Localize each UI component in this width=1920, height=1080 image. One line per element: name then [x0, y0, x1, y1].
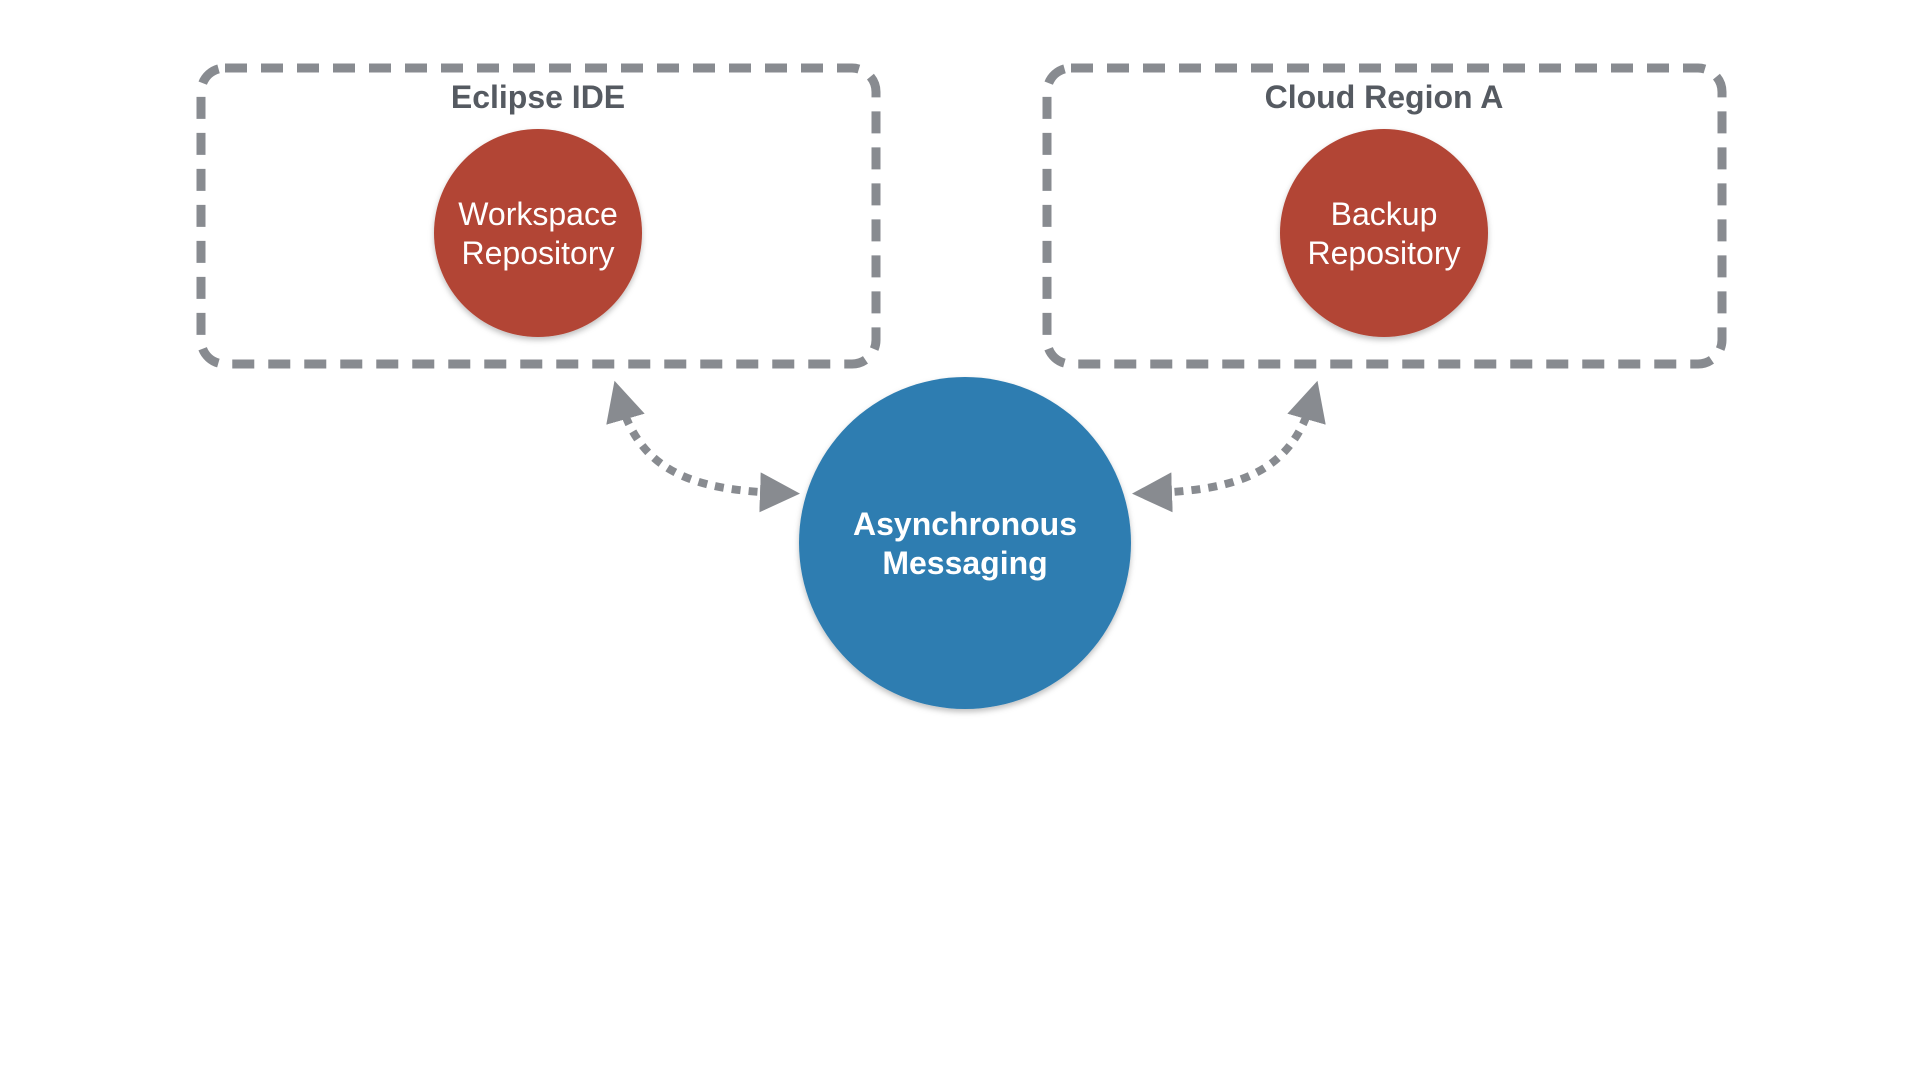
connector-cloud-region-a-to-messaging [1132, 380, 1326, 513]
workspace-repository-label-line1: Workspace [458, 196, 617, 232]
backup-repository-circle [1280, 129, 1488, 337]
asynchronous-messaging-label-line1: Asynchronous [853, 506, 1077, 542]
group-cloud-region-a-border [1042, 63, 1727, 369]
group-eclipse-ide: Eclipse IDE [196, 63, 881, 369]
workspace-repository-label-line2: Repository [462, 235, 615, 271]
asynchronous-messaging-circle [799, 377, 1131, 709]
asynchronous-messaging-label-line2: Messaging [882, 545, 1047, 581]
group-eclipse-ide-title: Eclipse IDE [451, 79, 625, 115]
group-cloud-region-a-title: Cloud Region A [1265, 79, 1504, 115]
workspace-repository-circle [434, 129, 642, 337]
backup-repository-label-line2: Repository [1308, 235, 1461, 271]
group-eclipse-ide-border [196, 63, 881, 369]
backup-repository-label-line1: Backup [1331, 196, 1438, 232]
node-backup-repository: Backup Repository [1280, 129, 1488, 337]
connector-eclipse-ide-to-messaging [606, 380, 800, 513]
node-workspace-repository: Workspace Repository [434, 129, 642, 337]
node-asynchronous-messaging: Asynchronous Messaging [799, 377, 1131, 709]
group-cloud-region-a: Cloud Region A [1042, 63, 1727, 369]
